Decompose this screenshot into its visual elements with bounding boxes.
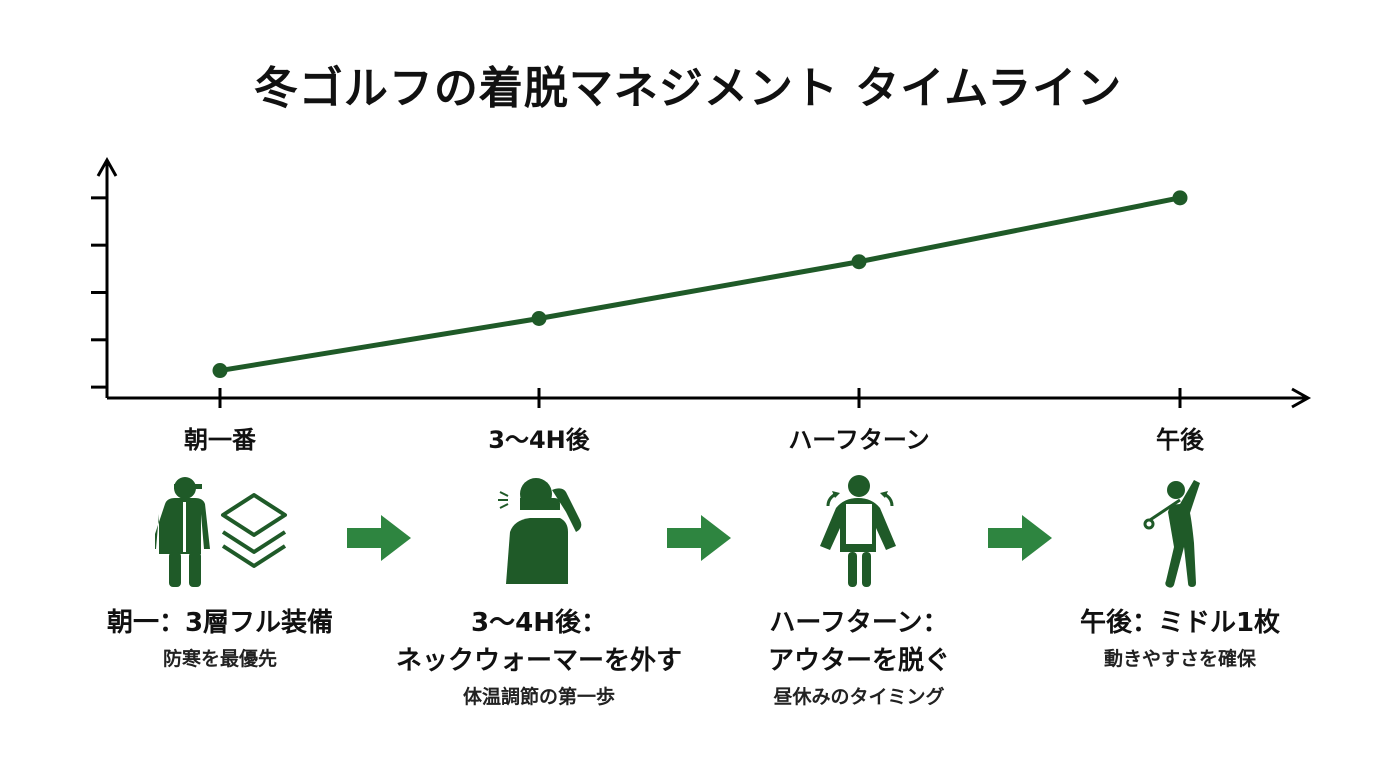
golfer-swinging-icon [1143, 480, 1200, 588]
right-arrow-icon [347, 515, 411, 561]
page-title: 冬ゴルフの着脱マネジメント タイムライン [253, 63, 1123, 114]
step-caption: 3〜4H後： ネックウォーマーを外す 体温調節の第一歩 [379, 604, 699, 714]
x-tick-label: 朝一番 [184, 426, 256, 454]
x-tick-label: ハーフターン [788, 426, 930, 454]
series-line [219, 195, 1181, 374]
step-caption: ハーフターン： アウターを脱ぐ 昼休みのタイミング [699, 604, 1019, 714]
data-point [212, 363, 228, 379]
step-caption: 午後：ミドル1枚 動きやすさを確保 [1020, 604, 1340, 676]
line-chart [91, 156, 1312, 409]
step-subtext: 昼休みのタイミング [773, 686, 945, 708]
step-subtext: 体温調節の第一歩 [462, 686, 615, 708]
y-axis-arrowhead [96, 156, 118, 177]
data-point [1172, 190, 1188, 206]
right-arrow-icon [988, 515, 1052, 561]
step-subtext: 防寒を最優先 [162, 648, 277, 670]
person-in-winter-jacket-with-layers-icon [155, 477, 287, 587]
data-point [851, 254, 867, 270]
step-heading: ハーフターン： [769, 608, 949, 638]
step-heading: 朝一：3層フル装備 [106, 608, 334, 638]
x-tick-label: 3〜4H後 [488, 426, 590, 454]
right-arrow-icon [667, 515, 731, 561]
x-tick-label: 午後 [1156, 426, 1204, 454]
step-subtext: 動きやすさを確保 [1103, 648, 1256, 670]
step-heading: ネックウォーマーを外す [395, 646, 682, 676]
x-axis-arrowhead [1291, 387, 1312, 409]
step-heading: アウターを脱ぐ [767, 646, 950, 676]
person-taking-off-jacket-icon [820, 475, 896, 587]
data-point [531, 311, 547, 327]
step-caption: 朝一：3層フル装備 防寒を最優先 [60, 604, 380, 676]
step-heading: 3〜4H後： [471, 608, 607, 638]
person-removing-neck-warmer-icon [498, 478, 582, 584]
step-heading: 午後：ミドル1枚 [1079, 608, 1281, 638]
